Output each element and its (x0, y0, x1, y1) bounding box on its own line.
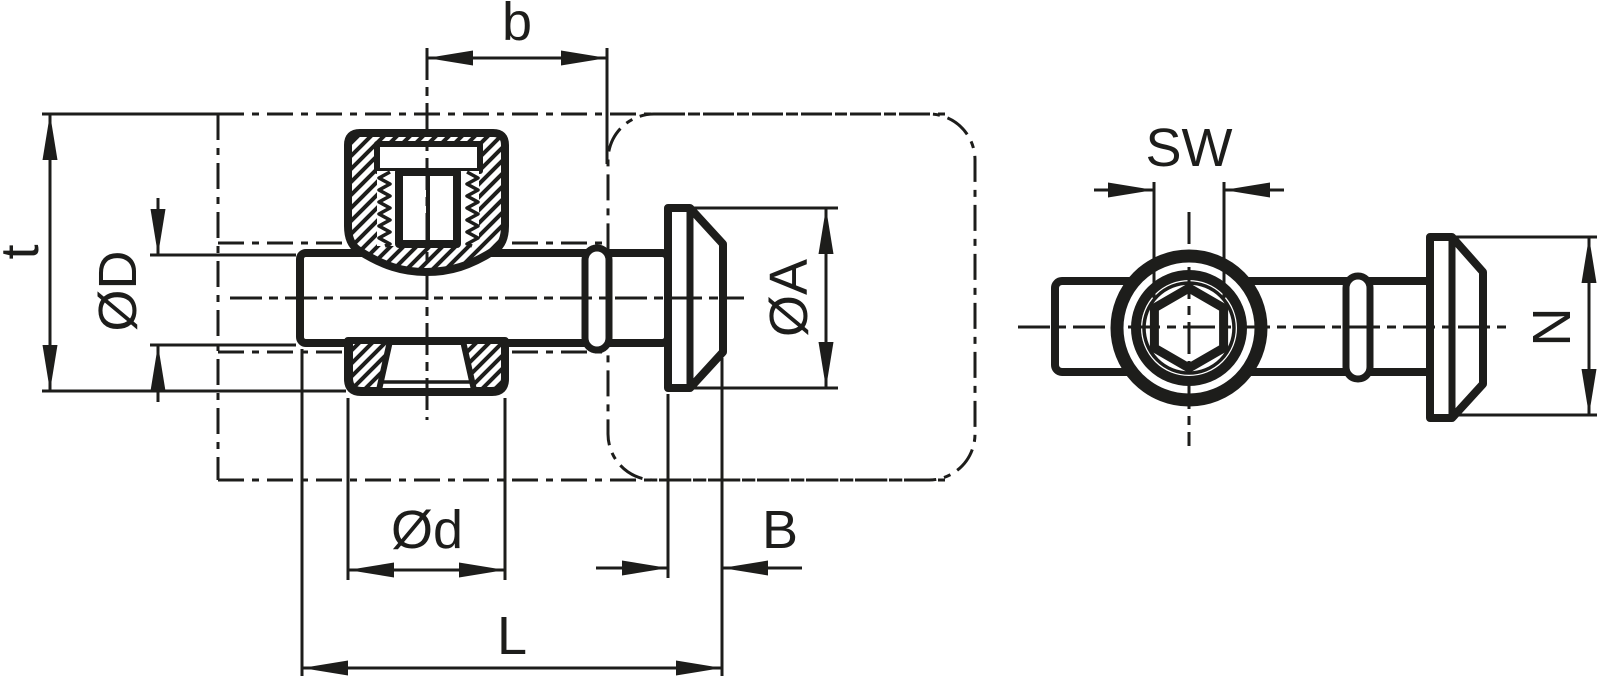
dimension-SW: SW (1094, 118, 1284, 298)
arrowhead-up-icon (150, 345, 166, 391)
side-section-view (296, 129, 727, 396)
dim-label-dia-d: Ød (391, 500, 463, 560)
arrowhead-right-icon (561, 50, 607, 66)
dim-label-B: B (762, 500, 798, 560)
arrowhead-down-icon (150, 209, 166, 255)
arrowhead-right-icon (622, 560, 668, 576)
arrowhead-left-icon (1224, 182, 1270, 198)
dim-label-SW: SW (1146, 118, 1233, 178)
arrowhead-left-icon (722, 560, 768, 576)
arrowhead-down-icon (1581, 369, 1597, 415)
dimension-dia-D: ØD (88, 198, 296, 402)
dimension-N: N (1455, 235, 1597, 417)
dim-label-N: N (1522, 308, 1582, 347)
nut-lower-hatch-left (346, 338, 393, 393)
dimension-t: t (0, 112, 346, 393)
arrowhead-left-icon (427, 50, 473, 66)
thread-profile-left (377, 170, 392, 248)
arrowhead-right-icon (1108, 182, 1154, 198)
arrowhead-right-icon (676, 660, 722, 676)
arrowhead-down-icon (42, 345, 58, 391)
arrowhead-up-icon (42, 114, 58, 160)
arrowhead-left-icon (348, 562, 394, 578)
dim-label-dia-D: ØD (88, 251, 148, 332)
arrowhead-right-icon (459, 562, 505, 578)
dim-label-L: L (497, 606, 527, 666)
dimension-B: B (596, 358, 802, 676)
dimension-dia-A: ØA (692, 206, 838, 390)
centerlines (230, 48, 1510, 446)
dimension-dia-d: Ød (346, 398, 507, 580)
dimension-L: L (300, 349, 722, 676)
arrowhead-down-icon (818, 342, 834, 388)
dimension-b: b (427, 0, 609, 164)
arrowhead-up-icon (1581, 237, 1597, 283)
thread-profile-right (465, 170, 480, 248)
nut-lower-hatch-right (460, 338, 507, 393)
arrowhead-up-icon (818, 208, 834, 254)
dim-label-t: t (0, 244, 50, 259)
dim-label-b: b (502, 0, 532, 52)
arrowhead-left-icon (302, 660, 348, 676)
dim-label-dia-A: ØA (759, 259, 819, 337)
